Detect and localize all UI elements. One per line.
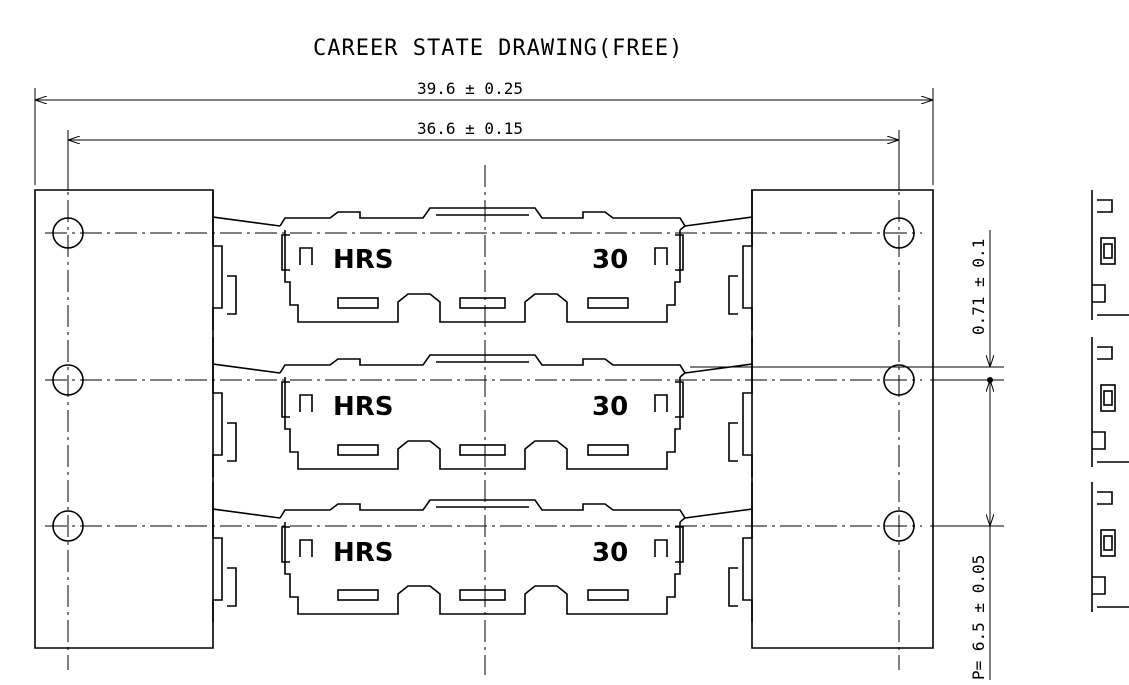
number-mark: 30 bbox=[592, 245, 628, 275]
center-lines bbox=[45, 130, 922, 675]
left-carrier-strip bbox=[34, 189, 214, 649]
overall-length-label: 39.6 ± 0.25 bbox=[417, 79, 523, 98]
hole-pitch-length-label: 36.6 ± 0.15 bbox=[417, 119, 523, 138]
connector-row bbox=[212, 481, 753, 623]
offset-label: 0.71 ± 0.1 bbox=[969, 239, 988, 335]
number-mark: 30 bbox=[592, 538, 628, 568]
part-markings: HRS 30 HRS 30 HRS 30 bbox=[333, 245, 628, 568]
number-mark: 30 bbox=[592, 392, 628, 422]
dimension-lines bbox=[35, 100, 990, 680]
right-carrier-strip bbox=[751, 189, 934, 649]
brand-mark: HRS bbox=[333, 245, 394, 275]
brand-mark: HRS bbox=[333, 392, 394, 422]
pitch-label: P= 6.5 ± 0.05 bbox=[969, 555, 988, 680]
side-profile-view bbox=[1091, 189, 1129, 613]
drawing-title: CAREER STATE DRAWING(FREE) bbox=[313, 36, 683, 61]
dimension-node bbox=[987, 377, 993, 383]
brand-mark: HRS bbox=[333, 538, 394, 568]
connector-row bbox=[212, 336, 753, 478]
extension-lines bbox=[34, 88, 1004, 527]
connector-row bbox=[212, 189, 753, 331]
